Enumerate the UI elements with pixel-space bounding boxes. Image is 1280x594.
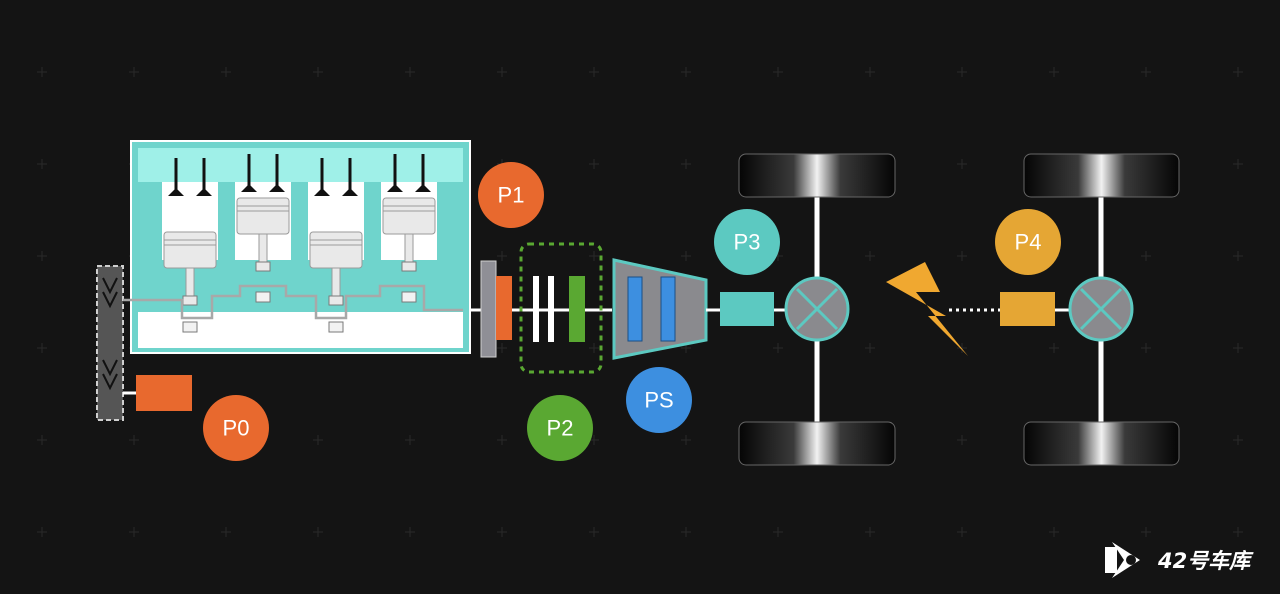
p2-label: P2 — [547, 416, 574, 441]
p2-badge: P2 — [527, 395, 593, 461]
p4-label: P4 — [1015, 230, 1042, 255]
lightning-icon — [886, 262, 968, 356]
p3-motor — [720, 292, 774, 326]
ps-badge: PS — [626, 367, 692, 433]
rear-axle — [1023, 153, 1180, 466]
p1-badge: P1 — [478, 162, 544, 228]
rear-left-wheel — [1023, 153, 1180, 198]
rear-right-wheel — [1023, 421, 1180, 466]
p0-badge: P0 — [203, 395, 269, 461]
front-belt-pulley — [96, 265, 124, 421]
p4-motor — [1000, 292, 1055, 326]
p0-label: P0 — [223, 416, 250, 441]
engine-block — [123, 140, 471, 354]
p3-badge: P3 — [714, 209, 780, 275]
transmission — [612, 258, 708, 360]
front-axle — [738, 153, 896, 466]
p4-badge: P4 — [995, 209, 1061, 275]
p2-clutch-group — [519, 242, 603, 374]
brand-text: 42号车库 — [1157, 549, 1254, 573]
p3-label: P3 — [734, 230, 761, 255]
front-right-wheel — [738, 421, 896, 466]
flywheel — [480, 260, 497, 358]
p1-motor — [496, 276, 512, 340]
p1-label: P1 — [498, 183, 525, 208]
p0-motor — [136, 375, 192, 411]
garage-logo-icon — [1105, 542, 1140, 578]
front-left-wheel — [738, 153, 896, 198]
ps-label: PS — [644, 388, 673, 413]
